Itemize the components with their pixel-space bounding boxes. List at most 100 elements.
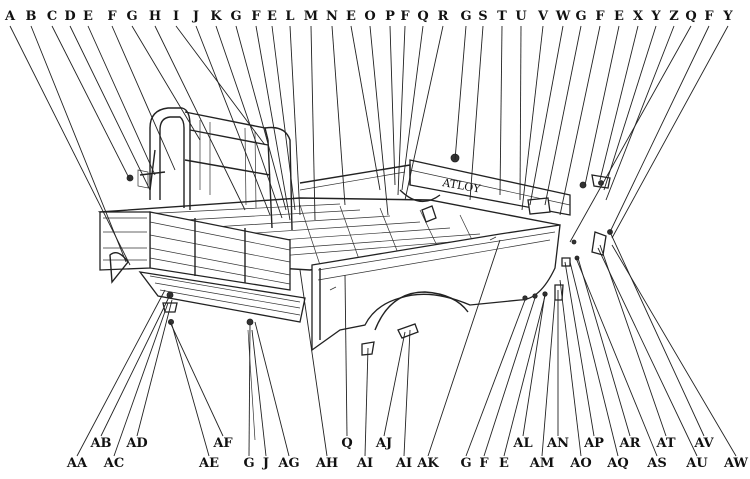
top-label-25: S <box>478 9 487 24</box>
bottom-lower-label-14: AM <box>529 456 554 471</box>
leader-bottom-upper-3 <box>169 321 224 437</box>
leader-top-22 <box>401 25 424 191</box>
leader-top-24 <box>454 25 467 161</box>
top-label-8: H <box>149 9 161 24</box>
leader-top-4 <box>69 25 151 191</box>
leader-top-26 <box>499 25 503 196</box>
top-label-23: R <box>438 9 449 24</box>
tailgate-plate <box>138 271 306 323</box>
bottom-lower-label-11: G <box>460 456 471 471</box>
leader-top-32 <box>584 25 620 186</box>
leader-bottom-upper-1 <box>100 294 171 437</box>
leader-top-19 <box>369 25 389 216</box>
leader-bottom-lower-14 <box>541 297 556 457</box>
leader-top-35 <box>605 25 675 201</box>
leader-bottom-lower-3 <box>171 324 210 457</box>
leader-bottom-upper-8 <box>564 261 595 437</box>
bottom-lower-label-16: AQ <box>606 456 628 471</box>
bottom-upper-label-10: AT <box>655 436 675 451</box>
leader-bottom-lower-16 <box>569 261 619 457</box>
bottom-lower-label-4: G <box>243 456 254 471</box>
bottom-lower-label-7: AH <box>315 456 338 471</box>
bottom-lower-label-13: E <box>499 456 509 471</box>
leader-bottom-lower-12 <box>483 297 536 457</box>
leader-top-33 <box>599 25 639 181</box>
top-label-14: E <box>267 9 277 24</box>
top-label-37: F <box>704 9 714 24</box>
leader-bottom-lower-8 <box>364 347 369 457</box>
top-label-9: I <box>173 9 179 24</box>
leader-bottom-upper-2 <box>136 299 173 437</box>
leader-bottom-lower-17 <box>575 257 658 457</box>
bottom-upper-label-5: AJ <box>375 436 392 451</box>
leader-top-17 <box>331 25 346 206</box>
bed-side-panel-right <box>311 224 561 352</box>
top-label-22: Q <box>417 9 428 24</box>
top-label-24: G <box>460 9 471 24</box>
leader-bottom-upper-9 <box>577 257 631 437</box>
top-label-13: F <box>251 9 261 24</box>
leader-bottom-upper-4 <box>344 274 348 437</box>
leader-top-21 <box>397 25 406 196</box>
bottom-lower-label-15: AO <box>569 456 591 471</box>
leader-bottom-lower-9 <box>403 329 411 457</box>
leader-top-34 <box>603 25 657 191</box>
top-label-17: N <box>326 9 338 24</box>
bottom-upper-label-6: AL <box>512 436 532 451</box>
leader-bottom-lower-7 <box>299 269 328 457</box>
bottom-upper-label-11: AV <box>693 436 714 451</box>
leader-bottom-lower-18 <box>597 247 698 457</box>
top-label-2: B <box>26 9 37 24</box>
top-label-12: G <box>230 9 241 24</box>
leader-top-8 <box>154 25 246 211</box>
leader-top-36 <box>569 25 692 243</box>
leader-top-20 <box>389 25 396 186</box>
top-label-1: A <box>4 9 16 24</box>
top-label-6: F <box>107 9 117 24</box>
top-label-4: D <box>64 9 75 24</box>
leader-line-group <box>9 25 737 457</box>
bottom-lower-label-3: AE <box>198 456 219 471</box>
leader-top-29 <box>529 25 564 206</box>
leader-top-10 <box>195 25 271 216</box>
top-label-29: W <box>555 9 571 24</box>
top-label-30: G <box>575 9 586 24</box>
leader-top-5 <box>87 25 156 176</box>
top-label-33: X <box>633 9 644 24</box>
bottom-upper-label-3: AF <box>212 436 233 451</box>
top-label-16: M <box>304 9 318 24</box>
top-label-38: Y <box>722 9 733 24</box>
top-label-32: E <box>614 9 624 24</box>
bed-side-panel-left <box>99 211 291 291</box>
leader-top-7 <box>131 25 201 141</box>
top-label-19: O <box>364 9 375 24</box>
bottom-upper-label-7: AN <box>546 436 569 451</box>
top-label-35: Z <box>669 9 679 24</box>
leader-top-13 <box>255 25 291 221</box>
leader-top-6 <box>111 25 176 171</box>
bottom-lower-label-18: AU <box>685 456 708 471</box>
leader-top-2 <box>30 25 127 263</box>
leader-bottom-lower-1 <box>76 289 166 457</box>
leader-top-31 <box>559 25 601 216</box>
leader-top-37 <box>609 25 710 233</box>
top-label-3: C <box>47 9 57 24</box>
top-label-7: G <box>126 9 137 24</box>
bottom-lower-label-19: AW <box>723 456 748 471</box>
top-label-11: K <box>210 9 222 24</box>
leader-bottom-lower-6 <box>254 321 290 457</box>
top-label-36: Q <box>685 9 696 24</box>
truck-bed-illustration: ATLOY <box>97 107 613 441</box>
bottom-lower-label-2: AC <box>103 456 124 471</box>
leader-bottom-lower-19 <box>611 244 737 457</box>
top-label-18: E <box>346 9 356 24</box>
leader-bottom-upper-11 <box>609 231 705 437</box>
leader-top-25 <box>469 25 484 201</box>
leader-top-30 <box>544 25 582 206</box>
top-label-20: P <box>385 9 395 24</box>
leader-top-23 <box>404 25 444 201</box>
leader-top-38 <box>611 25 729 239</box>
bottom-lower-label-9: AI <box>395 456 412 471</box>
top-label-26: T <box>497 9 507 24</box>
